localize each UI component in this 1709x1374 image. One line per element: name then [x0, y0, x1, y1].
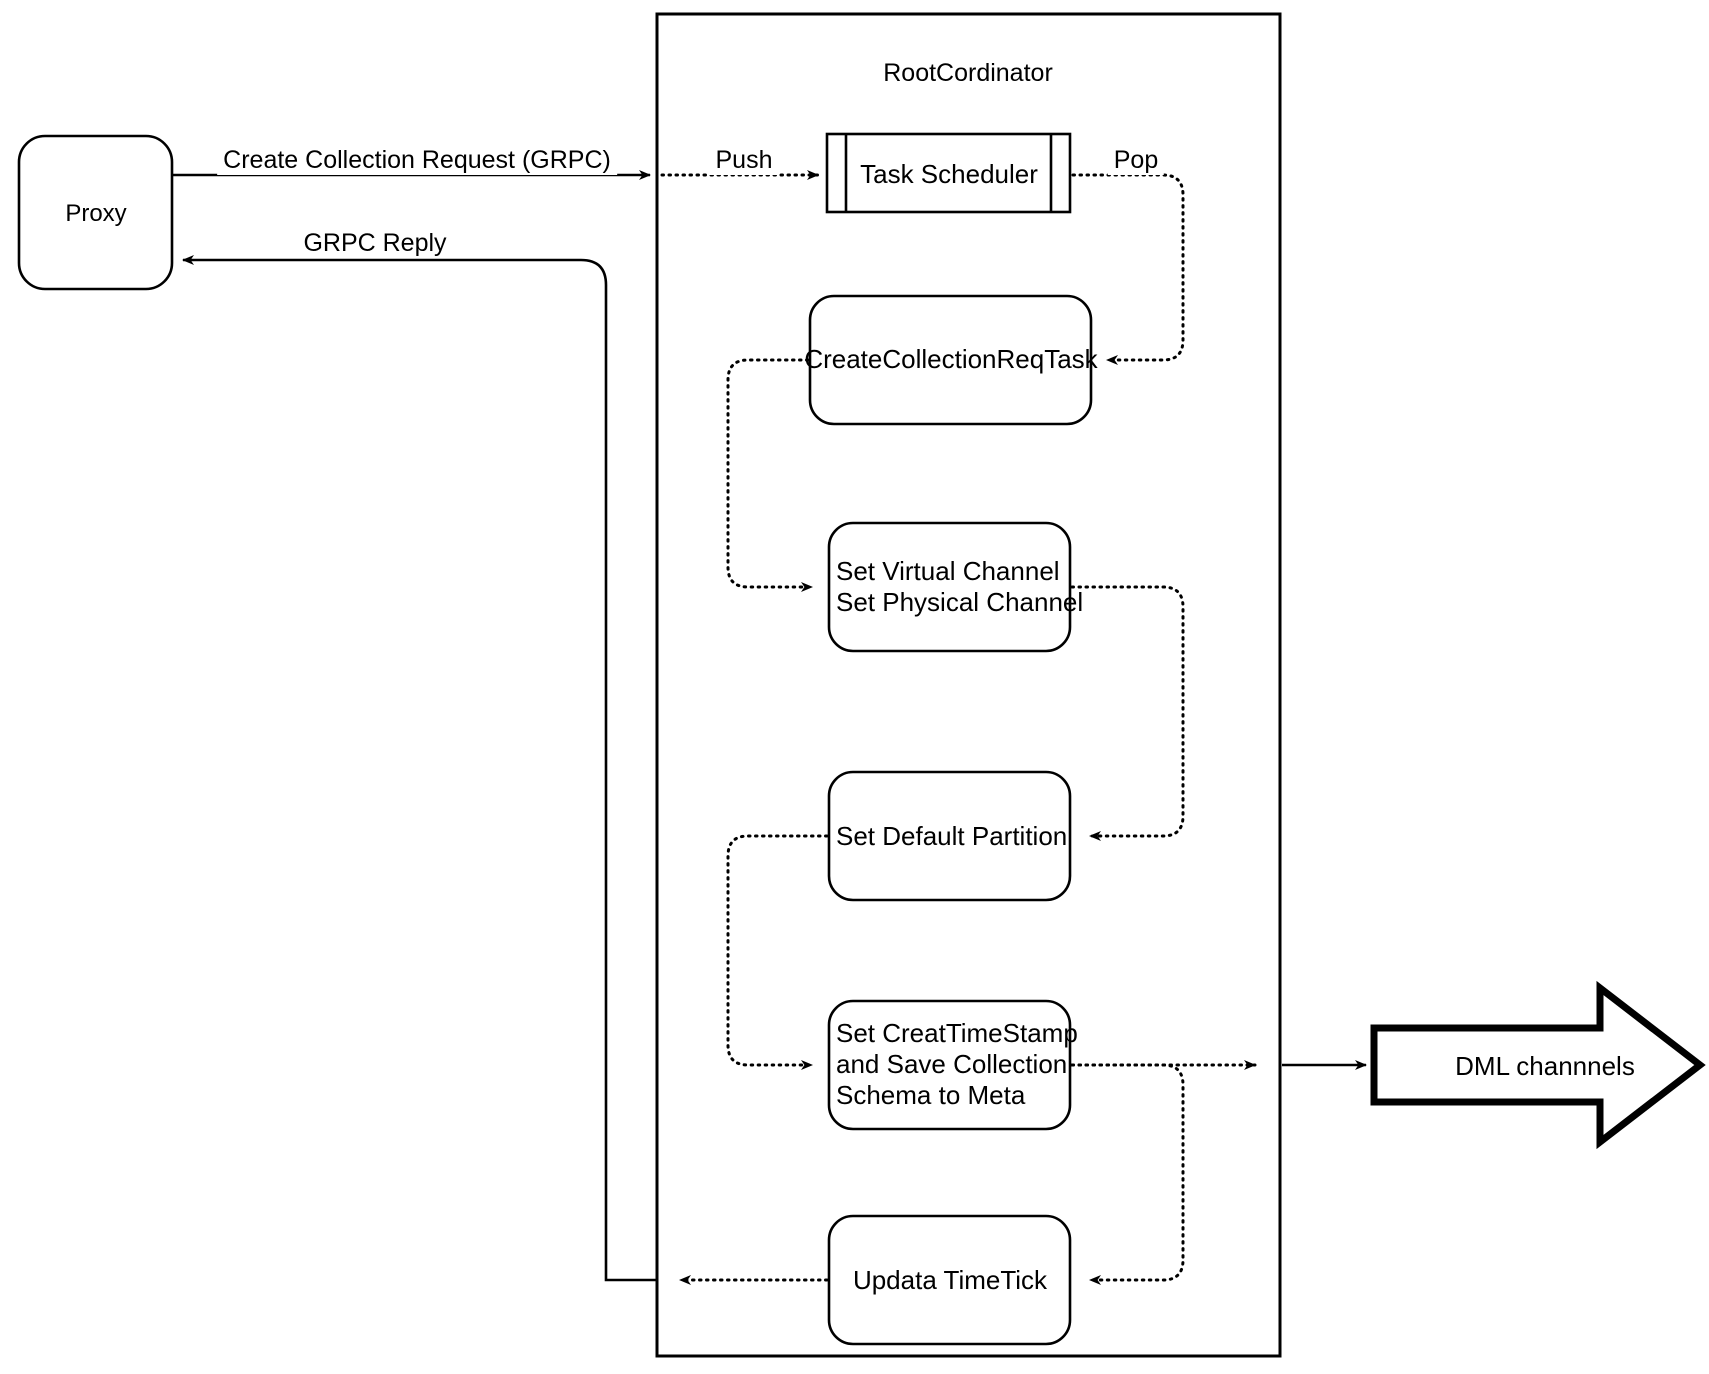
edge-timestamp-to-timetick [1070, 1063, 1185, 1285]
edge-channels-to-partition [1070, 585, 1185, 841]
edge-pop [1071, 173, 1185, 365]
edge-task-to-channels [726, 358, 814, 592]
set-creat-timestamp-save-schema-node [827, 999, 1072, 1131]
task-scheduler-node [825, 132, 1072, 214]
edge-grpc-reply [182, 255, 829, 1285]
set-default-partition-node [827, 770, 1072, 902]
set-virtual-physical-channel-node [827, 521, 1072, 653]
edge-partition-to-timestamp [726, 834, 829, 1070]
rootcordinator-container [655, 12, 1282, 1358]
create-collection-req-task-node [808, 294, 1093, 426]
dml-channnels-block-arrow [1370, 980, 1706, 1150]
updata-timetick-node [827, 1214, 1072, 1346]
proxy-node [17, 134, 174, 291]
